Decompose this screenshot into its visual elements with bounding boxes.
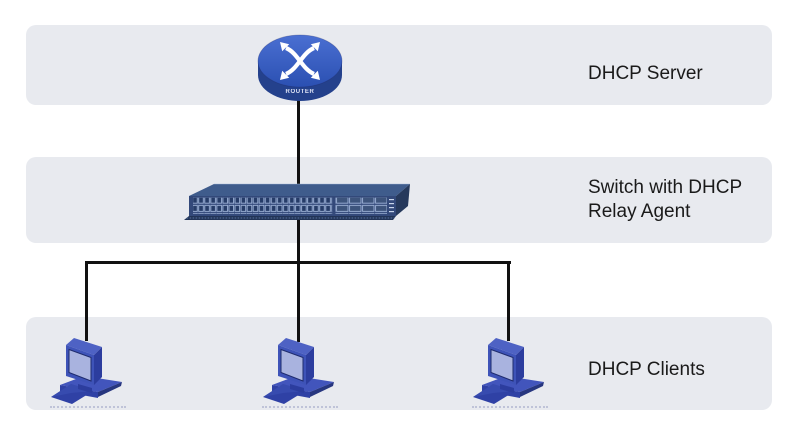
link-bus-to-client-1	[85, 261, 88, 341]
computer-shadow	[472, 406, 548, 408]
router-arrows-icon	[280, 42, 320, 80]
band-dhcp-server	[26, 25, 772, 105]
label-switch-relay: Switch with DHCP Relay Agent	[588, 177, 742, 222]
computer-icon	[50, 337, 123, 405]
computer-shadow	[50, 406, 126, 408]
computer-icon	[262, 337, 335, 405]
switch-icon	[184, 183, 410, 220]
switch-ports	[193, 197, 394, 214]
computer-shadow	[262, 406, 338, 408]
band-dhcp-clients	[26, 317, 772, 410]
client-bus-line	[85, 261, 511, 264]
computer-icon	[472, 337, 545, 405]
link-server-to-switch	[297, 98, 300, 196]
label-dhcp-clients: DHCP Clients	[588, 359, 705, 380]
link-switch-to-bus	[297, 218, 300, 342]
label-dhcp-server: DHCP Server	[588, 63, 703, 84]
router-label: ROUTER	[286, 89, 315, 95]
router-icon: ROUTER	[257, 34, 343, 101]
link-bus-to-client-3	[507, 261, 510, 341]
